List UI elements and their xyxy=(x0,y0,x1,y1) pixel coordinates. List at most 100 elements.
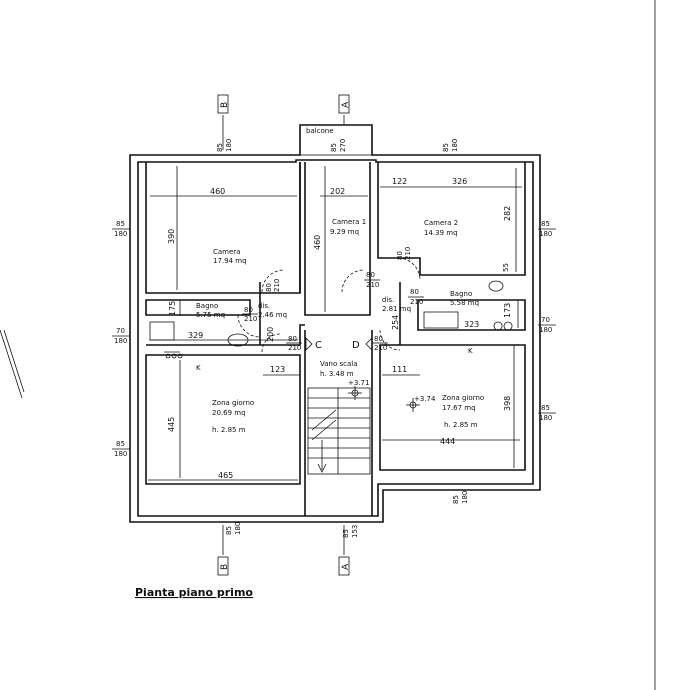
window-label: 85 xyxy=(342,529,350,538)
door-label: 210 xyxy=(410,298,423,306)
room-area: 5.58 mq xyxy=(450,299,479,307)
room-area: 17.94 mq xyxy=(213,257,247,265)
bathtub-icon xyxy=(423,311,459,329)
room-area: 17.67 mq xyxy=(442,404,476,412)
door-label: 80 xyxy=(396,251,404,260)
svg-text:A: A xyxy=(341,563,351,570)
room-name: Camera 1 xyxy=(332,218,366,226)
dimension-label: 390 xyxy=(167,229,176,244)
room-name: Vano scala xyxy=(320,360,358,368)
k-label: K xyxy=(196,364,201,372)
dimension-label: 323 xyxy=(464,320,479,329)
window-label: 70 xyxy=(541,316,550,324)
window-label: 180 xyxy=(539,414,552,422)
window-label: 85 xyxy=(116,440,125,448)
window-label: 153 xyxy=(351,525,359,538)
dimension-label: 122 xyxy=(392,177,407,186)
window-label: 180 xyxy=(114,230,127,238)
level-marker xyxy=(406,398,420,412)
sink-icon xyxy=(227,333,249,347)
window-label: 70 xyxy=(116,327,125,335)
dimension-label: 254 xyxy=(391,315,400,330)
door-label: 210 xyxy=(366,281,379,289)
balcony-label: balcone xyxy=(306,127,334,135)
svg-text:D: D xyxy=(352,340,360,351)
window-label: 180 xyxy=(451,139,459,152)
window-label: 85 xyxy=(216,143,224,152)
dimension-label: 175 xyxy=(168,301,177,316)
dimension-label: 398 xyxy=(503,396,512,411)
window-label: 180 xyxy=(114,337,127,345)
window-label: 180 xyxy=(114,450,127,458)
dimension-label: 445 xyxy=(167,417,176,432)
dimension-label: 326 xyxy=(452,177,467,186)
room-name: Bagno xyxy=(196,302,218,310)
svg-text:B: B xyxy=(220,102,230,108)
dimension-label: 202 xyxy=(330,187,345,196)
door-label: 210 xyxy=(288,344,301,352)
window-label: 180 xyxy=(225,139,233,152)
svg-text:B: B xyxy=(220,564,230,570)
room-name: Camera xyxy=(213,248,240,256)
room-height: h. 2.85 m xyxy=(212,426,246,434)
dimension-label: 465 xyxy=(218,471,233,480)
dimension-label: 329 xyxy=(188,331,203,340)
section-marker-a-bottom: A xyxy=(338,525,351,576)
door-label: 210 xyxy=(374,344,387,352)
door-label: 210 xyxy=(404,247,412,260)
bathtub-icon xyxy=(149,321,175,341)
room-area: 9.29 mq xyxy=(330,228,359,236)
window-label: 270 xyxy=(339,139,347,152)
dimension-label: 460 xyxy=(210,187,225,196)
dimension-label: 173 xyxy=(503,303,512,318)
door-label: 210 xyxy=(244,315,257,323)
room-area: h. 3.48 m xyxy=(320,370,354,378)
level-marker xyxy=(348,386,362,400)
door-label: 80 xyxy=(265,283,273,292)
door-label: 80 xyxy=(374,335,383,343)
section-marker-c: C xyxy=(305,337,322,351)
room-name: Bagno xyxy=(450,290,472,298)
svg-text:C: C xyxy=(315,340,322,351)
window-label: 180 xyxy=(539,230,552,238)
room-name: dis. xyxy=(258,302,270,310)
room-area: 14.39 mq xyxy=(424,229,458,237)
dimension-label: 111 xyxy=(392,365,407,374)
dimension-label: 444 xyxy=(440,437,455,446)
window-label: 180 xyxy=(539,326,552,334)
window-label: 85 xyxy=(225,526,233,535)
stairs xyxy=(307,387,371,475)
window-label: 85 xyxy=(330,143,338,152)
dimension-label: 123 xyxy=(270,365,285,374)
window-label: 85 xyxy=(541,404,550,412)
k-label: K xyxy=(468,347,473,355)
door-label: 210 xyxy=(273,279,281,292)
sink-icon xyxy=(488,280,504,292)
dimension-label: 282 xyxy=(503,206,512,221)
window-label: 85 xyxy=(452,495,460,504)
room-area: 5.75 mq xyxy=(196,311,225,319)
door-label: 80 xyxy=(410,288,419,296)
room-name: Zona giorno xyxy=(212,399,254,407)
svg-text:A: A xyxy=(341,101,351,108)
window-label: 180 xyxy=(461,491,469,504)
level-label: +3.74 xyxy=(414,395,436,403)
window-label: 180 xyxy=(234,522,242,535)
dimension-label: 200 xyxy=(266,327,275,342)
window-label: 85 xyxy=(116,220,125,228)
level-label: +3.71 xyxy=(348,379,369,387)
section-marker-b-bottom: B xyxy=(217,525,230,576)
dimension-label: 460 xyxy=(313,235,322,250)
dimension-label: 55 xyxy=(502,263,510,272)
room-name: dis. xyxy=(382,296,394,304)
door-label: 80 xyxy=(244,306,253,314)
room-area: 20.69 mq xyxy=(212,409,246,417)
room-height: h. 2.85 m xyxy=(444,421,478,429)
plan-title: Pianta piano primo xyxy=(135,586,253,599)
door-label: 80 xyxy=(366,271,375,279)
section-marker-d: D xyxy=(352,337,373,351)
door-label: 80 xyxy=(288,335,297,343)
section-marker-b-top: B xyxy=(217,94,230,150)
window-label: 85 xyxy=(541,220,550,228)
